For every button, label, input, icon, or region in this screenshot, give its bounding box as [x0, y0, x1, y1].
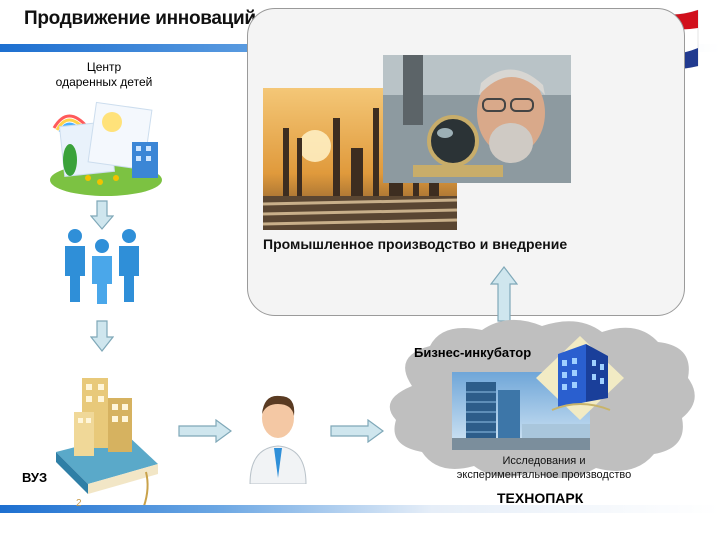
page-title: Продвижение инноваций — [24, 8, 256, 29]
people-group-icon — [65, 229, 139, 304]
technopark-label: ТЕХНОПАРК — [497, 490, 584, 506]
up-arrow — [490, 266, 518, 322]
incubator-building-icon — [536, 336, 624, 420]
down-arrow — [90, 200, 114, 230]
gifted-children-center-icon — [50, 101, 162, 196]
right-arrow — [330, 419, 384, 443]
center-label-line2: одаренных детей — [55, 75, 153, 89]
down-arrow — [90, 320, 114, 352]
scientist-photo — [383, 55, 571, 183]
university-icon — [56, 378, 158, 507]
university-label: ВУЗ — [22, 470, 48, 485]
center-label-line1: Центр — [86, 60, 122, 74]
specialist-icon — [249, 395, 307, 484]
right-arrow — [178, 419, 232, 443]
research-label-line1: Исследования и — [502, 455, 586, 467]
bottom-accent-bar — [0, 505, 720, 513]
industry-label: Промышленное производство и внедрение — [263, 236, 568, 252]
page-number: 2 — [76, 498, 82, 509]
incubator-label: Бизнес-инкубатор — [414, 345, 532, 360]
research-label-line2: экспериментальное производство — [456, 469, 632, 481]
